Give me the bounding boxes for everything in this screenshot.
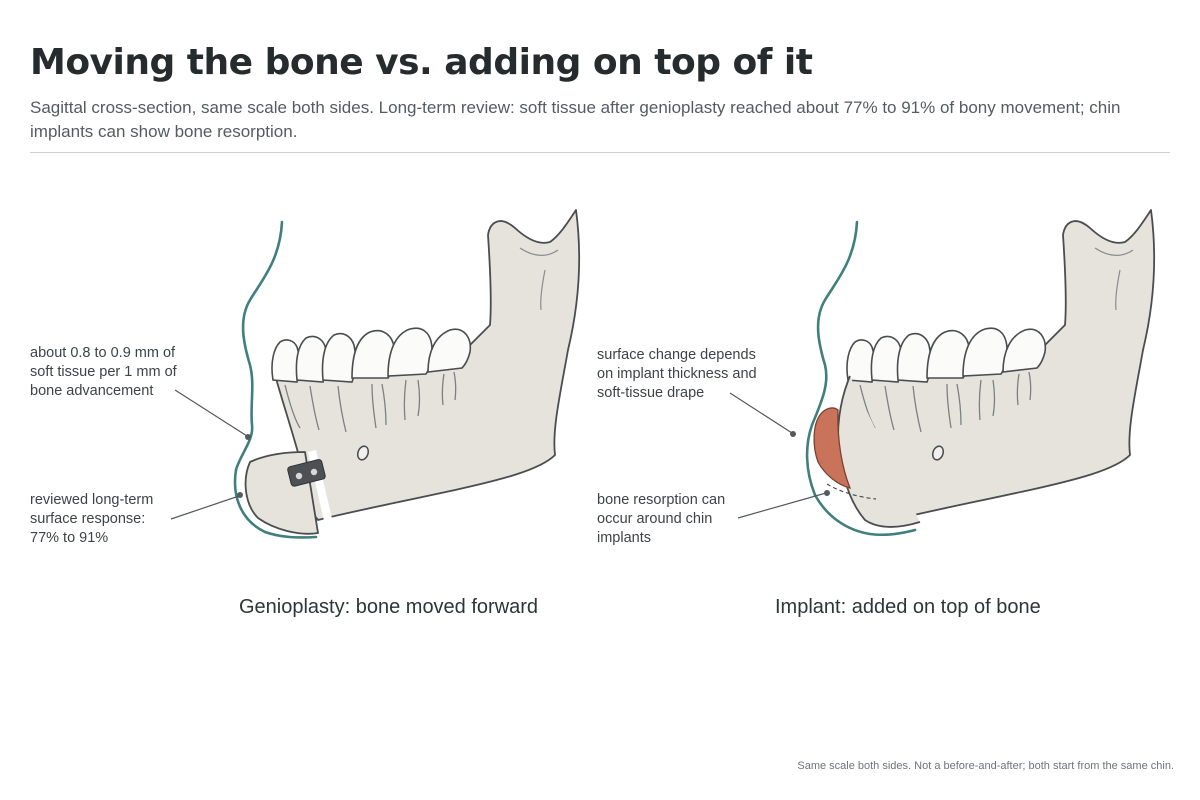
chin-implant [813,407,852,489]
genioplasty-annotation-ratio: about 0.8 to 0.9 mm of soft tissue per 1… [30,345,177,399]
implant-jaw [729,209,1156,537]
implant-annotation-surface: surface change depends on implant thickn… [597,347,757,401]
genioplasty-caption: Genioplasty: bone moved forward [239,596,539,618]
page-title: Moving the bone vs. adding on top of it [30,42,813,83]
implant-soft-tissue-profile [805,220,917,537]
genioplasty-annotation-response: reviewed long-term surface response: 77%… [30,492,154,546]
footer-note: Same scale both sides. Not a before-and-… [797,760,1174,772]
fixation-plate-icon [287,459,326,487]
implant-caption: Implant: added on top of bone [775,596,1041,618]
implant-annotation-resorption: bone resorption can occur around chin im… [597,492,726,546]
header-divider [30,152,1170,153]
genioplasty-jaw [170,209,581,539]
page-subtitle: Sagittal cross-section, same scale both … [30,98,1121,141]
soft-tissue-profile [233,220,318,539]
